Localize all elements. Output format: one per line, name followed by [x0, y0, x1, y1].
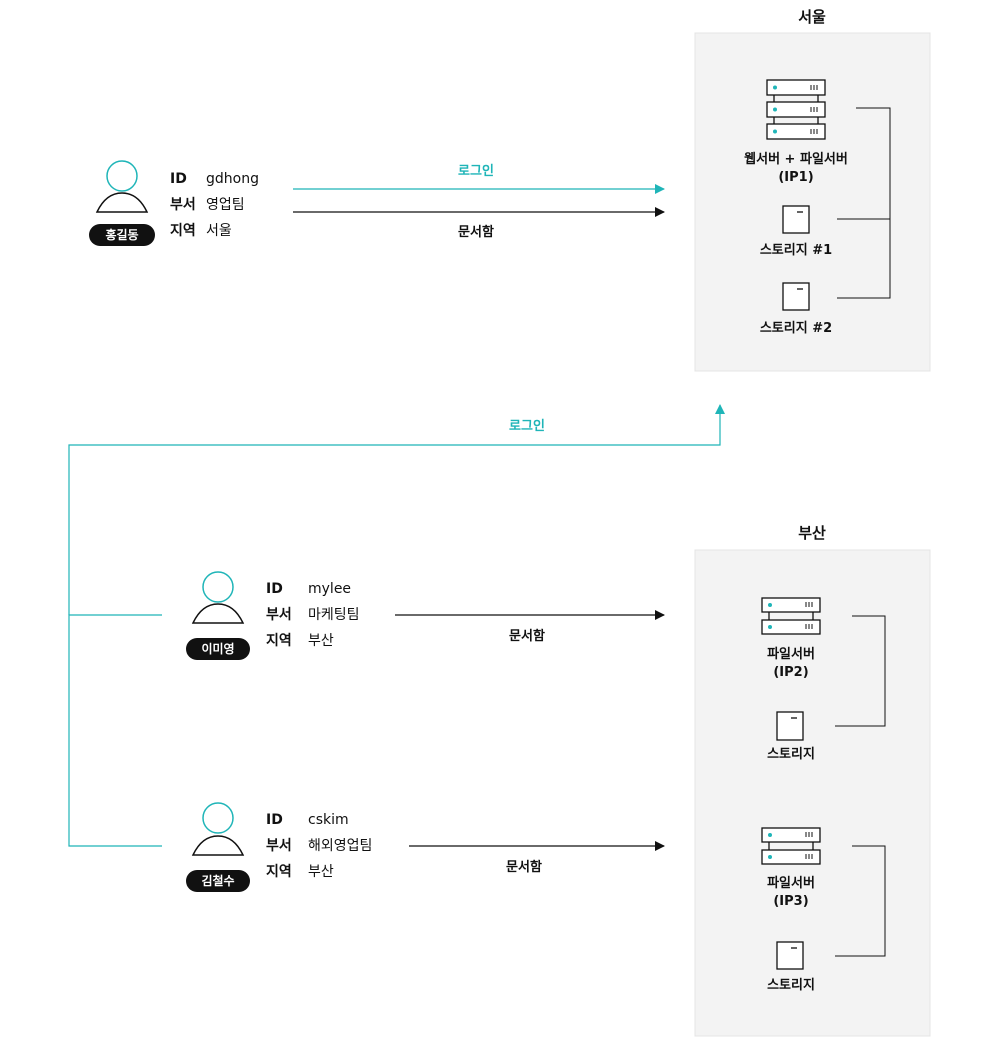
user-badge: 이미영	[186, 638, 250, 660]
busan-login-path	[68, 614, 162, 847]
id-value: cskim	[308, 812, 349, 828]
person-body-icon	[95, 192, 149, 213]
seoul-bracket	[837, 107, 891, 299]
region-key: 지역	[266, 633, 292, 649]
region-value: 부산	[308, 633, 334, 649]
server-name: 파일서버	[767, 647, 815, 662]
region-key: 지역	[266, 864, 292, 880]
server-name: 파일서버	[767, 876, 815, 891]
user-info: ID mylee 부서 마케팅팀 지역 부산	[266, 576, 396, 654]
storage-icon	[776, 941, 804, 970]
dept-value: 영업팀	[206, 197, 245, 213]
server-icon	[761, 597, 821, 635]
storage-icon	[782, 205, 810, 234]
dept-key: 부서	[266, 838, 292, 854]
storage-label-1: 스토리지 #1	[759, 243, 833, 258]
docbox-label: 문서함	[458, 225, 494, 240]
storage-icon	[782, 282, 810, 311]
person-body-icon	[191, 835, 245, 856]
login-label: 로그인	[509, 419, 545, 434]
server-name: 웹서버 + 파일서버	[744, 152, 848, 167]
person-body-icon	[191, 603, 245, 624]
server-ip: (IP2)	[773, 665, 809, 680]
region-value: 서울	[206, 223, 232, 239]
id-value: gdhong	[206, 171, 259, 187]
server-ip: (IP3)	[773, 894, 809, 909]
storage-label-2: 스토리지 #2	[759, 321, 833, 336]
busan-bracket-2	[835, 845, 886, 957]
server-icon	[761, 827, 821, 865]
dept-key: 부서	[170, 197, 196, 213]
region-value: 부산	[308, 864, 334, 880]
user-info: ID gdhong 부서 영업팀 지역 서울	[170, 166, 300, 244]
server-ip: (IP1)	[778, 170, 814, 185]
docbox-label: 문서함	[506, 860, 542, 875]
login-label: 로그인	[458, 164, 494, 179]
user-badge: 홍길동	[89, 224, 155, 246]
busan-login-arrow	[68, 404, 725, 615]
busan-server1-label: 파일서버 (IP2)	[731, 646, 851, 682]
busan-server2-label: 파일서버 (IP3)	[731, 875, 851, 911]
dept-value: 해외영업팀	[308, 838, 373, 854]
id-key: ID	[266, 812, 283, 828]
busan-title: 부산	[798, 524, 826, 542]
id-key: ID	[170, 171, 187, 187]
user-info: ID cskim 부서 해외영업팀 지역 부산	[266, 807, 406, 885]
seoul-title: 서울	[798, 8, 826, 26]
id-value: mylee	[308, 581, 352, 597]
server-icon	[766, 79, 826, 140]
busan-bracket-1	[835, 615, 886, 727]
busan-storage-label-2: 스토리지	[767, 978, 815, 993]
person-icon	[202, 802, 234, 834]
seoul-server-label: 웹서버 + 파일서버 (IP1)	[716, 151, 876, 187]
dept-value: 마케팅팀	[308, 607, 360, 623]
storage-icon	[776, 711, 804, 741]
dept-key: 부서	[266, 607, 292, 623]
region-key: 지역	[170, 223, 196, 239]
docbox-label: 문서함	[509, 629, 545, 644]
busan-storage-label-1: 스토리지	[767, 747, 815, 762]
user-badge: 김철수	[186, 870, 250, 892]
person-icon	[106, 160, 138, 192]
id-key: ID	[266, 581, 283, 597]
person-icon	[202, 571, 234, 603]
